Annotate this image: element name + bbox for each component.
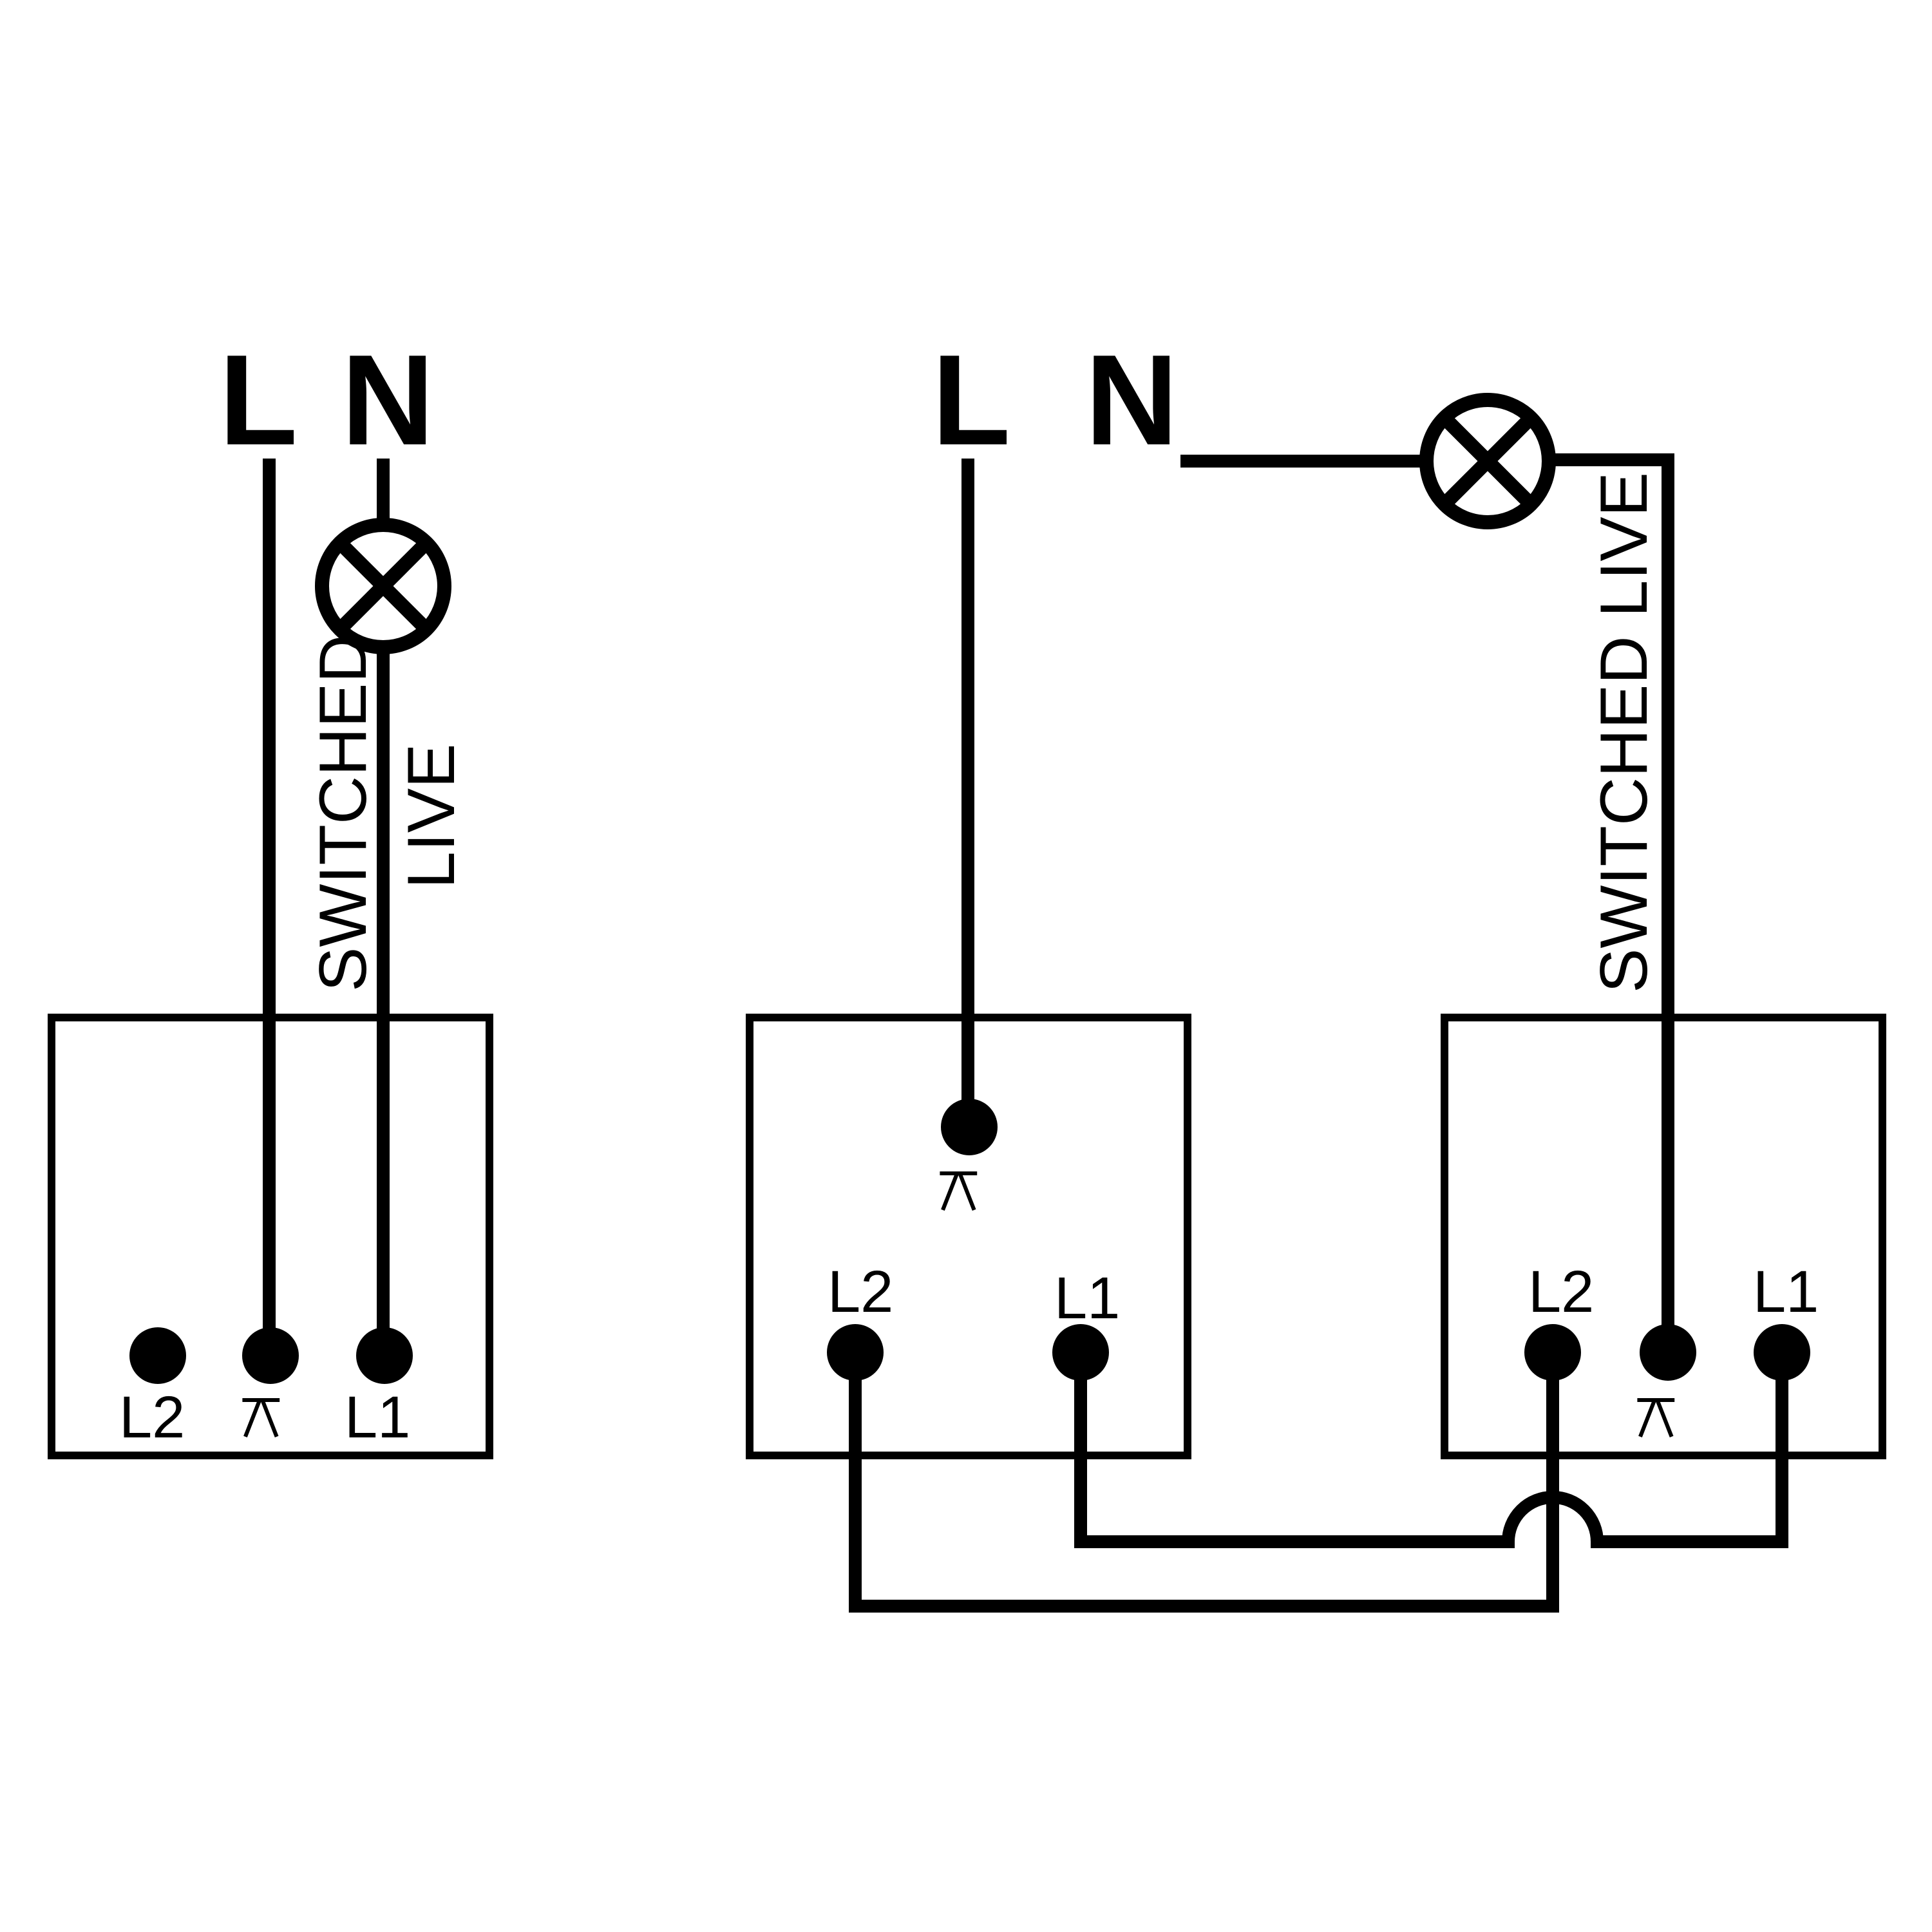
switch-b-l2-label: L2 <box>1528 1259 1594 1325</box>
one-way-lamp <box>315 518 451 654</box>
strapper-l1-wire <box>1074 1352 1788 1548</box>
one-way-cable-label-2: LIVE <box>394 744 469 889</box>
two-way-lamp <box>1419 393 1556 529</box>
switch-a-terminal-common <box>941 1099 998 1155</box>
strapper-l2-wire <box>849 1352 1559 1613</box>
switch-b-terminal-common <box>1640 1324 1696 1381</box>
switch-a-common-label: ⚻ <box>937 1151 980 1226</box>
one-way-terminal-l2 <box>129 1327 186 1384</box>
two-way-cable-label: SWITCHED LIVE <box>1587 472 1662 993</box>
one-way-l2-label: L2 <box>119 1385 185 1450</box>
two-way-live-label: L <box>932 328 1010 472</box>
switch-a-l2-label: L2 <box>828 1259 893 1325</box>
switch-b-l1-label: L1 <box>1753 1259 1819 1325</box>
one-way-cable-label-1: SWITCHED <box>306 634 381 992</box>
one-way-l1-label: L1 <box>345 1385 410 1450</box>
one-way-live-label: L <box>219 328 298 472</box>
one-way-terminal-l1 <box>356 1327 413 1384</box>
one-way-circuit: L N SWITCHED LIVE L2 ⚻ L1 <box>48 328 493 1459</box>
switch-a-l1-label: L1 <box>1054 1265 1120 1331</box>
one-way-neutral-label: N <box>341 328 434 472</box>
two-way-neutral-label: N <box>1085 328 1178 472</box>
two-way-circuit: L N SWITCHED LIVE ⚻ L2 L1 L2 ⚻ L1 <box>746 328 1886 1613</box>
one-way-terminal-common <box>242 1327 299 1384</box>
switch-b-common-label: ⚻ <box>1634 1378 1678 1453</box>
two-way-switched-live-wire <box>1549 453 1674 1356</box>
one-way-common-label: ⚻ <box>240 1378 283 1453</box>
